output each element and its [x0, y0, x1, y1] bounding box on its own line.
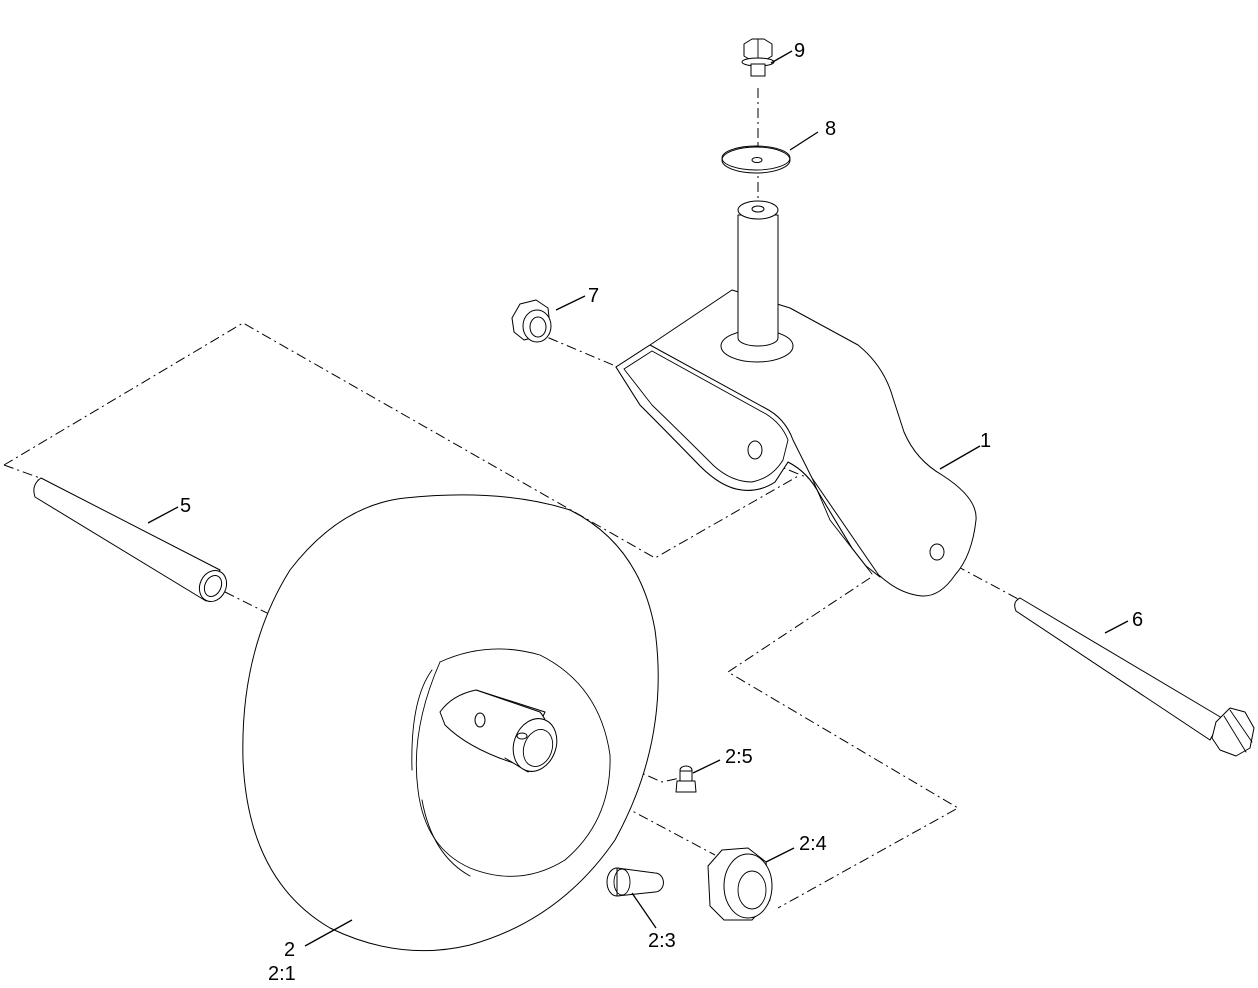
axle-bolt: [1014, 597, 1255, 757]
callout-2-1: 2:1: [268, 963, 296, 985]
callout-2-3: 2:3: [648, 930, 676, 952]
grease-fitting: [675, 765, 697, 793]
callout-5: 5: [180, 495, 191, 517]
flat-washer: [721, 145, 791, 174]
callout-7: 7: [588, 285, 599, 307]
callout-2-4: 2:4: [799, 833, 827, 855]
callout-labels: 9 8 7 1 5 6 2:5 2:4 2:3 2 2:1: [180, 40, 1143, 985]
flange-nut: [511, 299, 552, 343]
caster-fork-bracket: [615, 200, 977, 597]
wheel-bearing: [707, 847, 773, 921]
callout-2-5: 2:5: [725, 746, 753, 768]
callout-9: 9: [794, 40, 805, 62]
valve-stem: [606, 867, 664, 897]
callout-6: 6: [1132, 609, 1143, 631]
callout-8: 8: [825, 118, 836, 140]
flange-bolt: [741, 38, 775, 77]
wheel-assembly: [242, 494, 659, 952]
callout-2: 2: [284, 939, 295, 961]
callout-1: 1: [980, 430, 991, 452]
spacer-tube: [33, 477, 228, 603]
leader-lines: [147, 50, 1129, 947]
